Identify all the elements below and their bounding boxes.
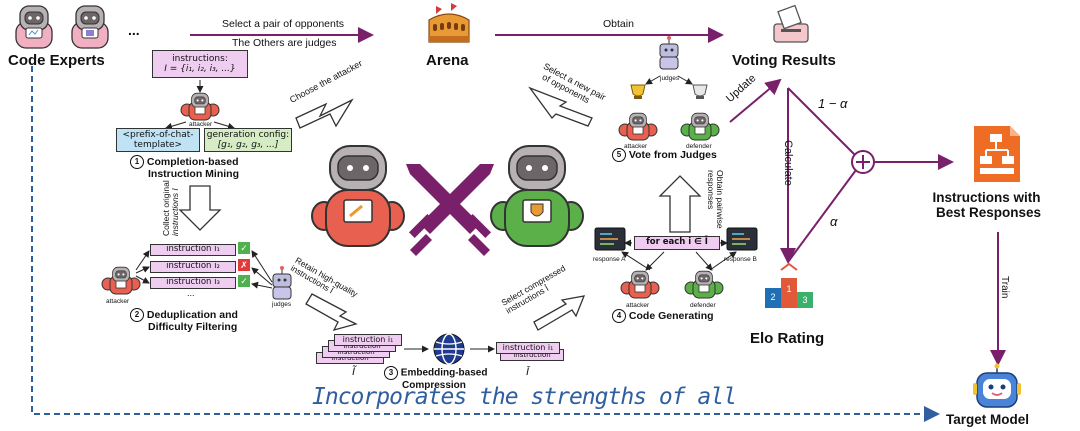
bottom-caption: Incorporates the strengths of all [312, 384, 737, 410]
attacker-label-step4: attacker [626, 302, 650, 309]
check-mark-icon-1: ✓ [238, 242, 250, 254]
arena-title: Arena [426, 52, 469, 69]
others-judges-label: The Others are judges [232, 37, 337, 49]
retain-arrow [305, 293, 358, 332]
svg-text:1: 1 [786, 284, 791, 294]
bar-i-label: Ī [526, 366, 530, 378]
defender-robot-center [490, 145, 584, 247]
crossed-swords-icon [406, 164, 494, 256]
prefix-template-box: <prefix-of-chat-template> [116, 128, 200, 152]
expert-robot-1 [15, 5, 53, 49]
voting-results-title: Voting Results [732, 52, 836, 69]
collect-down-arrow [178, 185, 222, 231]
ballot-box-icon [773, 4, 809, 43]
plus-circle-icon [851, 150, 875, 174]
attacker-label-step1: attacker [189, 121, 213, 128]
obtain-pairwise-arrow [658, 175, 702, 233]
cross-mark-icon-2: ✗ [238, 259, 250, 271]
step4-title: 4 Code Generating [612, 309, 714, 323]
trophy-icon-defender [692, 84, 708, 99]
choose-attacker-arrow [295, 98, 354, 129]
instructions-best-title: Instructions with Best Responses [932, 190, 1042, 220]
trophy-icon-attacker [630, 84, 646, 99]
response-a-label: response A [593, 256, 626, 263]
target-model-robot-icon [973, 363, 1021, 408]
elo-rating-title: Elo Rating [750, 330, 825, 347]
hierarchy-document-icon [974, 126, 1020, 182]
attacker-label-step2: attacker [106, 298, 130, 305]
experts-ellipsis: ... [128, 22, 140, 38]
filter-ellipsis: ... [187, 288, 195, 298]
defender-robot-step5 [680, 112, 720, 141]
select-new-pair-arrow [528, 86, 593, 127]
one-minus-alpha-label: 1 − α [818, 96, 848, 111]
attacker-robot-step1 [180, 92, 220, 121]
target-model-title: Target Model [946, 412, 1030, 427]
response-b-label: response B [724, 256, 757, 263]
train-label: Train [999, 276, 1010, 299]
judge-robot-step5 [659, 36, 679, 70]
filter-instruction-2: instruction i₂ [150, 261, 236, 273]
attacker-robot-center [311, 145, 405, 247]
alpha-label: α [830, 214, 838, 229]
judges-label-step5: judges [660, 75, 680, 82]
attacker-robot-step5 [618, 112, 658, 141]
defender-label-step5: defender [686, 143, 712, 150]
code-response-a-icon [594, 227, 626, 251]
for-each-box: for each i ∈ Ī [634, 236, 720, 250]
calculate-label: Calculate [782, 140, 794, 186]
embedding-globe-icon [433, 333, 465, 365]
filter-instruction-1: instruction i₁ [150, 244, 236, 256]
tilde-i-label: Ĩ [352, 366, 356, 378]
arena-icon [428, 3, 470, 43]
attacker-robot-step4 [620, 270, 660, 299]
obtain-label: Obtain [603, 18, 634, 30]
judge-robot-step2 [272, 266, 292, 300]
expert-robot-2 [71, 5, 109, 49]
stack-instruction-front: instruction i₁ [334, 334, 402, 346]
select-compressed-arrow [533, 295, 586, 331]
defender-label-step4: defender [690, 302, 716, 309]
attacker-robot-step2 [101, 266, 141, 295]
svg-text:3: 3 [802, 295, 807, 305]
step5-title: 5 Vote from Judges [612, 148, 717, 162]
defender-robot-step4 [684, 270, 724, 299]
code-response-b-icon [726, 227, 758, 251]
compressed-instruction-front: instruction i₁ [496, 342, 560, 354]
instructions-set-box: instructions: I = {i₁, i₂, i₃, ...} [152, 50, 248, 78]
judges-label-step2: judges [272, 301, 292, 308]
generation-config-box: generation config: [g₁, g₂, g₃, ...] [204, 128, 292, 152]
svg-text:2: 2 [770, 292, 775, 302]
filter-instruction-3: instruction i₃ [150, 277, 236, 289]
code-experts-title: Code Experts [8, 52, 105, 69]
podium-icon: 2 1 3 [765, 262, 813, 308]
select-pair-label: Select a pair of opponents [222, 18, 345, 30]
attacker-label-step5: attacker [624, 143, 648, 150]
check-mark-icon-3: ✓ [238, 275, 250, 287]
